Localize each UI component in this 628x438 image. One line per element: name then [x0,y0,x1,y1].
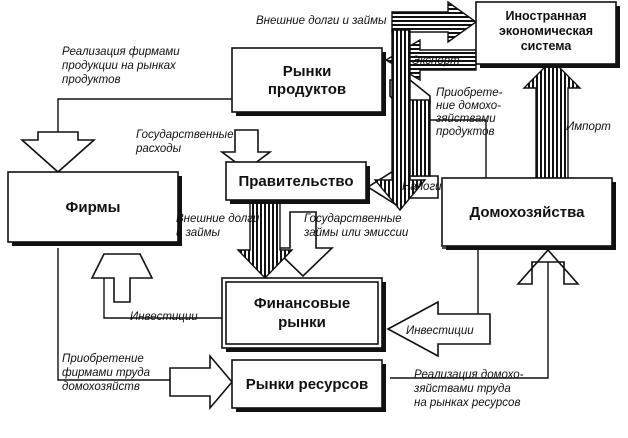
resource-markets-label: Рынки ресурсов [246,376,368,393]
line-firms-labor [57,248,210,381]
households-box [441,177,613,247]
government-label: Правительство [238,173,353,190]
firms-box [7,171,179,243]
arrow-into-firms [19,131,97,174]
arrow-foreign-debts-mid [236,199,294,280]
households-label: Домохозяйства [470,204,586,221]
foreign-system-box [475,1,617,65]
label-investments-left: Инвестиции [130,311,198,323]
firms-label: Фирмы [66,199,121,216]
arrow-import [522,59,582,181]
label-import: Импорт [566,121,611,133]
arrow-product-to-households [409,99,431,177]
line-investments-left [103,278,222,319]
line-households-purchase [430,119,487,178]
resource-markets-box [231,359,383,409]
line-firms-sales [57,98,232,140]
label-export: Экспорт [412,55,460,67]
arrow-foreign-debts-down [373,29,427,212]
arrow-gov-loans [272,211,334,278]
label-foreign-debts-top: Внешние долги и займы [256,15,387,27]
arrow-investments-right [386,300,491,358]
arrow-labor-households-up [516,248,580,285]
line-households-labor [390,262,549,379]
financial-markets-inner [225,281,379,345]
arrow-labor-into-resources [169,353,234,411]
label-investments-right: Инвестиции [406,325,474,337]
arrow-investments-up [90,253,154,303]
arrow-gov-spending [219,129,273,171]
label-taxes: Налоги [402,181,442,193]
product-markets-box [231,47,383,113]
government-box [225,161,367,201]
